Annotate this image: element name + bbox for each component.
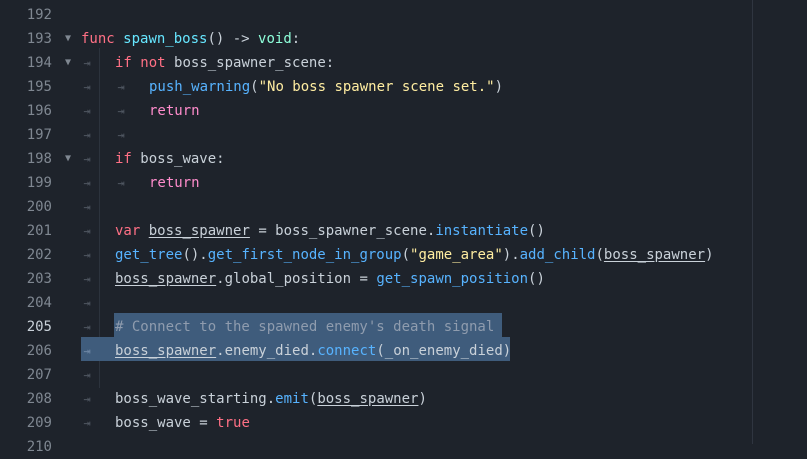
code-line-205[interactable]: 205 ⇥ # Connect to the spawned enemy's d… xyxy=(0,315,807,339)
tab-indent-icon: ⇥ xyxy=(83,128,91,142)
code-text: boss_wave = true xyxy=(115,415,250,431)
code-line-201[interactable]: 201 ⇥ var boss_spawner = boss_spawner_sc… xyxy=(0,219,807,243)
code-line-202[interactable]: 202 ⇥ get_tree().get_first_node_in_group… xyxy=(0,243,807,267)
code-text: # Connect to the spawned enemy's death s… xyxy=(115,319,495,335)
tab-indent-icon: ⇥ xyxy=(83,344,91,358)
tab-indent-icon: ⇥ xyxy=(117,128,125,142)
line-number: 204 xyxy=(26,295,52,311)
code-text: return xyxy=(149,103,200,119)
tab-indent-icon: ⇥ xyxy=(117,176,125,190)
line-number: 205 xyxy=(26,319,52,335)
line-number: 198 xyxy=(26,151,52,167)
code-line-206[interactable]: 206 ⇥ boss_spawner.enemy_died.connect(_o… xyxy=(0,339,807,363)
tab-indent-icon: ⇥ xyxy=(83,200,91,214)
tab-indent-icon: ⇥ xyxy=(83,176,91,190)
code-line-194[interactable]: 194 ▼ ⇥ if not boss_spawner_scene: xyxy=(0,51,807,75)
code-line-210[interactable]: 210 xyxy=(0,435,807,459)
code-line-197[interactable]: 197 ⇥ ⇥ xyxy=(0,123,807,147)
tab-indent-icon: ⇥ xyxy=(83,368,91,382)
line-number: 209 xyxy=(26,415,52,431)
tab-indent-icon: ⇥ xyxy=(83,80,91,94)
line-number: 192 xyxy=(26,7,52,23)
tab-indent-icon: ⇥ xyxy=(83,296,91,310)
code-text: var boss_spawner = boss_spawner_scene.in… xyxy=(115,223,545,239)
line-number: 208 xyxy=(26,391,52,407)
code-line-198[interactable]: 198 ▼ ⇥ if boss_wave: xyxy=(0,147,807,171)
code-line-208[interactable]: 208 ⇥ boss_wave_starting.emit(boss_spawn… xyxy=(0,387,807,411)
code-line-195[interactable]: 195 ⇥ ⇥ push_warning("No boss spawner sc… xyxy=(0,75,807,99)
line-number: 200 xyxy=(26,199,52,215)
selection-line-206 xyxy=(81,337,510,361)
line-number: 210 xyxy=(26,439,52,455)
code-text: boss_wave_starting.emit(boss_spawner) xyxy=(115,391,427,407)
code-line-204[interactable]: 204 ⇥ xyxy=(0,291,807,315)
tab-indent-icon: ⇥ xyxy=(83,152,91,166)
tab-indent-icon: ⇥ xyxy=(83,248,91,262)
code-text: if boss_wave: xyxy=(115,151,225,167)
code-text: if not boss_spawner_scene: xyxy=(115,55,335,71)
line-length-guide xyxy=(752,0,753,444)
line-number: 193 xyxy=(26,31,52,47)
code-text: return xyxy=(149,175,200,191)
line-number: 206 xyxy=(26,343,52,359)
tab-indent-icon: ⇥ xyxy=(83,272,91,286)
line-number: 199 xyxy=(26,175,52,191)
tab-indent-icon: ⇥ xyxy=(83,56,91,70)
tab-indent-icon: ⇥ xyxy=(117,104,125,118)
tab-indent-icon: ⇥ xyxy=(83,104,91,118)
chevron-down-icon[interactable]: ▼ xyxy=(64,153,72,164)
line-number: 201 xyxy=(26,223,52,239)
line-number: 203 xyxy=(26,271,52,287)
code-text: func spawn_boss() -> void: xyxy=(81,31,301,47)
chevron-down-icon[interactable]: ▼ xyxy=(64,57,72,68)
code-line-192[interactable]: 192 xyxy=(0,3,807,27)
code-line-209[interactable]: 209 ⇥ boss_wave = true xyxy=(0,411,807,435)
tab-indent-icon: ⇥ xyxy=(83,416,91,430)
code-line-196[interactable]: 196 ⇥ ⇥ return xyxy=(0,99,807,123)
code-line-207[interactable]: 207 ⇥ xyxy=(0,363,807,387)
tab-indent-icon: ⇥ xyxy=(83,224,91,238)
code-text: boss_spawner.enemy_died.connect(_on_enem… xyxy=(115,343,512,359)
indent-guide xyxy=(99,48,100,388)
code-line-193[interactable]: 193 ▼ func spawn_boss() -> void: xyxy=(0,27,807,51)
tab-indent-icon: ⇥ xyxy=(83,320,91,334)
line-number: 202 xyxy=(26,247,52,263)
line-number: 207 xyxy=(26,367,52,383)
line-number: 197 xyxy=(26,127,52,143)
tab-indent-icon: ⇥ xyxy=(83,392,91,406)
chevron-down-icon[interactable]: ▼ xyxy=(64,33,72,44)
selection-line-205 xyxy=(114,313,502,337)
code-text: get_tree().get_first_node_in_group("game… xyxy=(115,247,714,263)
code-line-199[interactable]: 199 ⇥ ⇥ return xyxy=(0,171,807,195)
line-number: 196 xyxy=(26,103,52,119)
code-text: boss_spawner.global_position = get_spawn… xyxy=(115,271,545,287)
code-text: push_warning("No boss spawner scene set.… xyxy=(149,79,504,95)
line-number: 195 xyxy=(26,79,52,95)
line-number: 194 xyxy=(26,55,52,71)
code-line-203[interactable]: 203 ⇥ boss_spawner.global_position = get… xyxy=(0,267,807,291)
code-line-200[interactable]: 200 ⇥ xyxy=(0,195,807,219)
tab-indent-icon: ⇥ xyxy=(117,80,125,94)
